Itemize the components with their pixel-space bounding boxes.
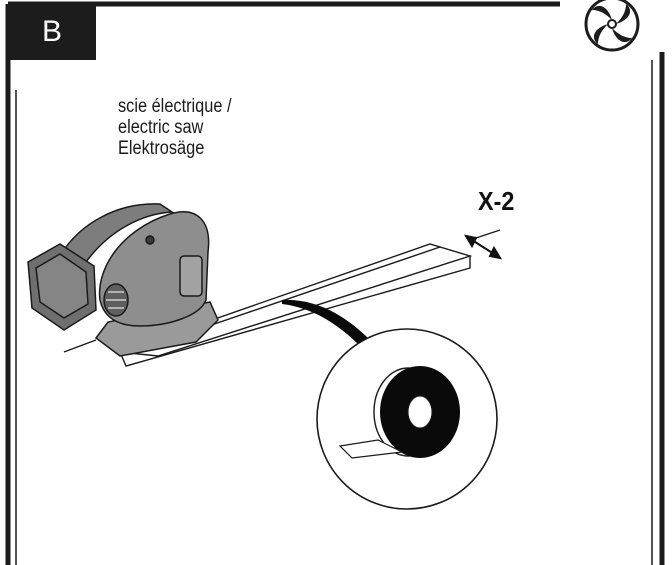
electric-saw-icon <box>27 203 219 357</box>
callout-leader <box>282 299 370 346</box>
caption-en: electric saw <box>118 117 204 138</box>
part-code-label: X-2 <box>478 186 515 216</box>
tape-roll-icon <box>316 328 498 510</box>
tool-caption: scie électrique / electric saw Elektrosä… <box>118 96 232 159</box>
caption-de: Elektrosäge <box>118 138 205 159</box>
fan-logo-icon <box>584 0 640 52</box>
double-arrow-icon <box>463 234 503 260</box>
step-badge: B <box>8 4 96 60</box>
caption-fr: scie électrique / <box>118 96 232 117</box>
panel-frame <box>5 1 665 565</box>
